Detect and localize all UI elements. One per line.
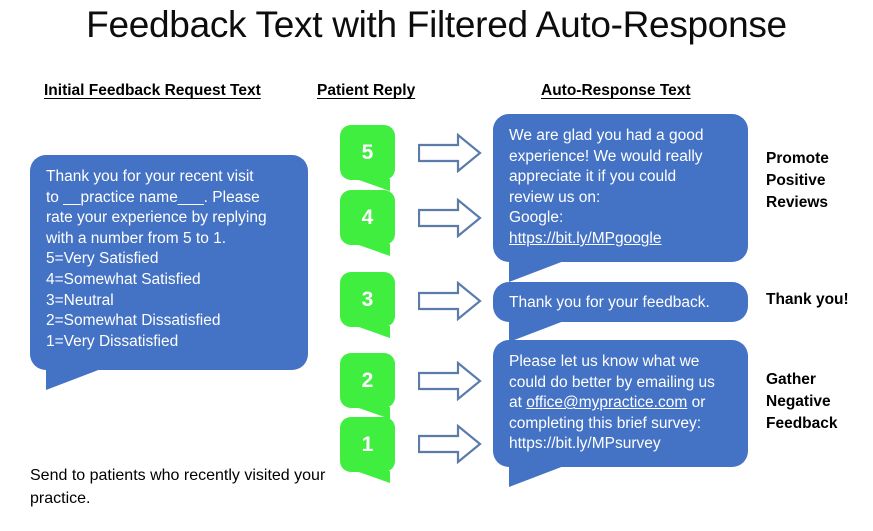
initial-request-line-2: to __practice name___. Please — [46, 188, 260, 206]
neutral-text: Thank you for your feedback. — [509, 293, 710, 311]
patient-reply-bubble-5[interactable]: 5 — [340, 125, 395, 191]
bubble-tail — [46, 369, 101, 390]
bubble-tail — [509, 321, 564, 342]
google-review-link[interactable]: https://bit.ly/MPgoogle — [509, 230, 662, 248]
right-arrow-icon — [418, 198, 482, 238]
positive-line-4: review us on: — [509, 188, 601, 206]
column-header-auto-response: Auto-Response Text — [541, 82, 691, 99]
auto-response-bubble-positive: We are glad you had a good experience! W… — [493, 114, 748, 282]
bubble-tail — [509, 261, 564, 282]
negative-line-4: completing this brief survey: — [509, 414, 702, 432]
column-header-initial-request: Initial Feedback Request Text — [44, 82, 261, 99]
initial-request-line-9: 1=Very Dissatisfied — [46, 332, 179, 350]
outcome-label-thank-you: Thank you! — [766, 291, 849, 308]
positive-line-1: We are glad you had a good — [509, 127, 704, 144]
reply-value: 4 — [361, 205, 374, 229]
initial-request-line-3: rate your experience by replying — [46, 209, 267, 227]
negative-line-2: could do better by emailing us — [509, 373, 715, 391]
outcome-label-line: Negative — [766, 393, 831, 410]
negative-line-3: at office@mypractice.com or — [509, 393, 732, 414]
right-arrow-icon — [418, 424, 482, 464]
patient-reply-bubble-3[interactable]: 3 — [340, 272, 395, 338]
outcome-label-line: Reviews — [766, 194, 829, 211]
initial-request-line-6: 4=Somewhat Satisfied — [46, 271, 201, 289]
reply-value: 3 — [361, 287, 374, 311]
positive-line-2: experience! We would really — [509, 147, 703, 165]
reply-value: 5 — [361, 140, 374, 164]
negative-line-1: Please let us know what we — [509, 353, 700, 370]
negative-line-3-suffix: or — [687, 394, 706, 412]
initial-request-line-1: Thank you for your recent visit — [46, 168, 254, 185]
negative-line-5: https://bit.ly/MPsurvey — [509, 435, 661, 453]
auto-response-bubble-neutral: Thank you for your feedback. — [493, 282, 748, 342]
initial-request-line-5: 5=Very Satisfied — [46, 250, 159, 268]
outcome-label-line: Gather — [766, 371, 816, 388]
initial-request-line-4: with a number from 5 to 1. — [46, 229, 227, 247]
initial-request-line-8: 2=Somewhat Dissatisfied — [46, 312, 221, 330]
right-arrow-icon — [418, 281, 482, 321]
page-title: Feedback Text with Filtered Auto-Respons… — [86, 4, 787, 45]
outcome-label-promote-positive-reviews: Promote Positive Reviews — [766, 148, 829, 214]
outcome-label-line: Promote — [766, 150, 829, 167]
positive-line-5: Google: — [509, 209, 564, 227]
support-email-link[interactable]: office@mypractice.com — [526, 394, 688, 412]
patient-reply-bubble-1[interactable]: 1 — [340, 417, 395, 483]
right-arrow-icon — [418, 361, 482, 401]
reply-value: 1 — [361, 432, 374, 456]
outcome-label-line: Positive — [766, 172, 826, 189]
column-header-patient-reply: Patient Reply — [317, 82, 416, 99]
bubble-tail — [356, 471, 390, 483]
right-arrow-icon — [418, 133, 482, 173]
outcome-label-gather-negative-feedback: Gather Negative Feedback — [766, 369, 838, 435]
bubble-tail — [356, 244, 390, 256]
auto-response-bubble-negative: Please let us know what we could do bett… — [493, 340, 748, 487]
footer-note: Send to patients who recently visited yo… — [30, 467, 326, 507]
reply-value: 2 — [361, 368, 374, 392]
positive-line-3: appreciate it if you could — [509, 168, 677, 186]
outcome-label-line: Feedback — [766, 415, 838, 432]
bubble-tail — [509, 466, 564, 487]
initial-request-line-7: 3=Neutral — [46, 291, 114, 309]
bubble-tail — [356, 326, 390, 338]
patient-reply-bubble-2[interactable]: 2 — [340, 353, 395, 419]
patient-reply-bubble-4[interactable]: 4 — [340, 190, 395, 256]
initial-request-bubble: Thank you for your recent visit to __pra… — [30, 155, 308, 390]
negative-line-3-prefix: at — [509, 394, 527, 412]
